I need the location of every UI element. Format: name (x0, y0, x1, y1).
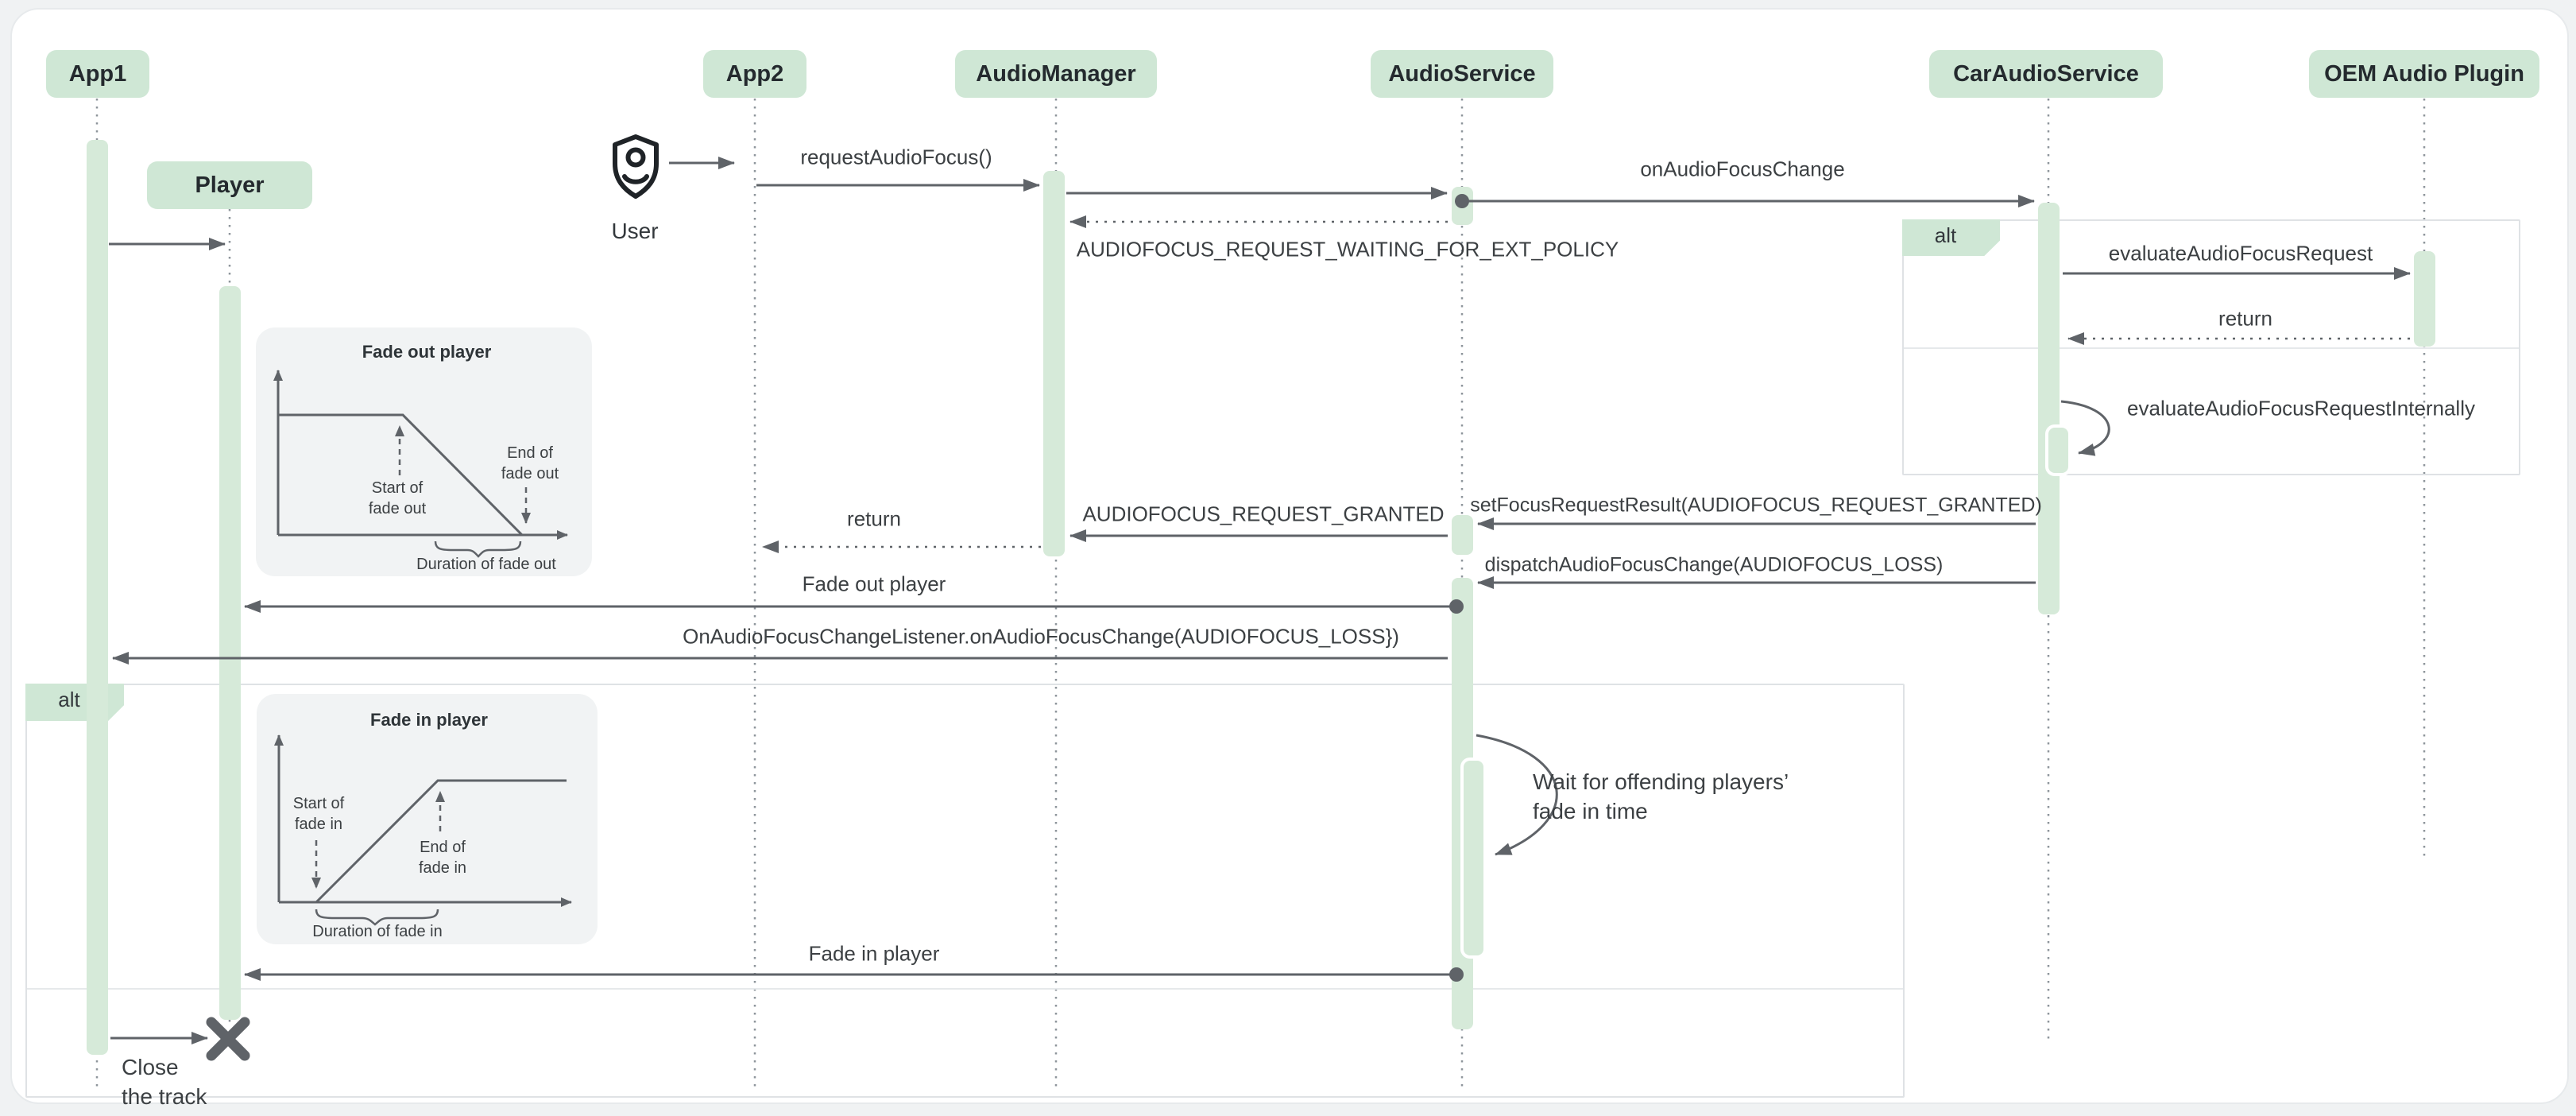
fade-in-start-label: Start of fade in (292, 795, 345, 833)
fade-in-chart-note: Fade in player Start of fade in End of f… (257, 694, 598, 944)
msg-evaluate-internally: evaluateAudioFocusRequestInternally (2127, 396, 2475, 420)
fade-in-duration-brace (315, 909, 439, 926)
participant-label: CarAudioService (1953, 60, 2139, 87)
fade-out-curve (278, 413, 524, 537)
participant-label: App1 (68, 60, 127, 87)
msg-fade-out-player: Fade out player (802, 572, 946, 596)
msg-evaluate-return: return (2218, 306, 2272, 331)
fade-out-duration-brace (434, 541, 522, 558)
msg-request-granted: AUDIOFOCUS_REQUEST_GRANTED (1082, 502, 1445, 526)
alt-fragment-tab: alt (25, 684, 124, 721)
fade-in-curve (315, 779, 567, 904)
activation-audioservice-wait (1464, 761, 1483, 955)
activation-audiomanager (1043, 171, 1065, 556)
fade-in-duration-label: Duration of fade in (312, 923, 443, 940)
activation-player (219, 286, 241, 1020)
activation-caraudioservice (2038, 203, 2060, 614)
participant-label: AudioManager (976, 60, 1136, 87)
alt-fragment-label: alt (58, 688, 80, 711)
alt-fragment-focus-evaluation: alt (1902, 219, 2520, 475)
participant-app1: App1 (46, 50, 149, 98)
msg-close-track: Close the track (122, 1055, 207, 1109)
activation-audioservice-focus (1452, 187, 1473, 225)
msg-manager-return: return (847, 506, 901, 531)
participant-oem-plugin: OEM Audio Plugin (2309, 50, 2539, 98)
participant-label: AudioService (1388, 60, 1536, 87)
activation-oem-plugin (2414, 251, 2435, 347)
msg-set-focus-result: setFocusRequestResult(AUDIOFOCUS_REQUEST… (1470, 494, 2042, 517)
participant-audiomanager: AudioManager (955, 50, 1157, 98)
fade-in-chart (274, 734, 572, 926)
participant-label: OEM Audio Plugin (2324, 60, 2524, 87)
fade-out-duration-label: Duration of fade out (416, 556, 556, 573)
participant-caraudioservice: CarAudioService (1929, 50, 2163, 98)
fade-in-end-label: End of fade in (418, 839, 467, 877)
msg-wait-note: Wait for offending players’ fade in time (1533, 769, 1789, 823)
participant-app2: App2 (703, 50, 806, 98)
msg-fade-in-player: Fade in player (808, 941, 940, 966)
fade-in-chart-title: Fade in player (370, 710, 488, 730)
alt-fragment-tab: alt (1902, 219, 2000, 256)
fade-out-chart (273, 370, 568, 558)
msg-request-waiting: AUDIOFOCUS_REQUEST_WAITING_FOR_EXT_POLIC… (1076, 237, 1619, 262)
msg-request-audio-focus: requestAudioFocus() (800, 145, 992, 169)
activation-caraudioservice-internal (2048, 428, 2068, 473)
participant-label: Player (195, 172, 265, 198)
fade-out-chart-note: Fade out player Start of fade out End of… (256, 327, 592, 576)
fade-out-start-label: Start of fade out (368, 479, 427, 517)
alt-fragment-divider (1904, 347, 2519, 349)
participant-label: App2 (725, 60, 784, 87)
activation-app1 (87, 140, 108, 1055)
msg-dispatch-change: dispatchAudioFocusChange(AUDIOFOCUS_LOSS… (1484, 553, 1944, 576)
msg-on-audio-focus-change: onAudioFocusChange (1640, 157, 1845, 181)
user-shield-icon (613, 134, 659, 199)
participant-player: Player (147, 161, 312, 209)
fade-out-end-label: End of fade out (501, 444, 559, 482)
activation-audioservice-granted (1452, 515, 1473, 555)
fade-out-chart-title: Fade out player (362, 342, 492, 362)
alt-fragment-label: alt (1934, 223, 1957, 247)
msg-evaluate-request: evaluateAudioFocusRequest (2108, 241, 2373, 265)
msg-focus-change-listener: OnAudioFocusChangeListener.onAudioFocusC… (683, 624, 1399, 649)
user-actor-label: User (611, 219, 659, 243)
alt-fragment-divider (27, 988, 1903, 990)
participant-audioservice: AudioService (1371, 50, 1553, 98)
